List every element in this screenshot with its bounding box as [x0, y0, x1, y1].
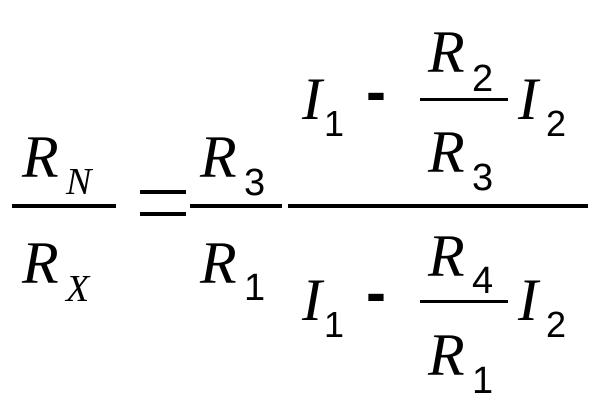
ratio-fraction-bar [190, 204, 282, 208]
lhs-denominator-base: R [21, 230, 59, 296]
bottom-current2-subscript: 2 [546, 304, 566, 345]
top-frac-numerator-subscript: 2 [472, 58, 493, 100]
top-minus: - [366, 58, 386, 125]
bottom-frac-denominator-base: R [427, 322, 465, 388]
lhs-fraction: R N R X [12, 124, 116, 310]
ratio-numerator-subscript: 3 [244, 162, 265, 204]
bottom-current1-base: I [301, 267, 325, 333]
top-frac-denominator-base: R [427, 119, 465, 185]
lhs-numerator-base: R [21, 124, 59, 190]
top-current2-subscript: 2 [546, 103, 566, 144]
main-numerator: I 1 - R 2 R 3 I 2 [301, 19, 566, 199]
top-frac-numerator-base: R [427, 19, 465, 85]
ratio-numerator-base: R [199, 124, 237, 190]
equals-sign [140, 190, 186, 216]
bottom-current1-subscript: 1 [324, 304, 344, 345]
ratio-denominator-base: R [199, 230, 237, 296]
main-fraction-bar [288, 204, 588, 208]
bottom-frac-numerator-base: R [427, 223, 465, 289]
top-frac-bar [420, 98, 508, 101]
ratio-denominator-subscript: 1 [244, 267, 265, 309]
top-frac-denominator-subscript: 3 [472, 157, 493, 199]
top-current2-base: I [517, 66, 541, 132]
main-denominator: I 1 - R 4 R 1 I 2 [301, 223, 566, 402]
bottom-frac-denominator-subscript: 1 [472, 360, 493, 402]
bottom-frac-bar [420, 300, 508, 303]
ratio-fraction: R 3 R 1 [190, 124, 282, 309]
bottom-frac-numerator-subscript: 4 [472, 260, 493, 302]
top-current1-subscript: 1 [324, 103, 344, 144]
lhs-numerator-subscript: N [65, 161, 94, 203]
top-current1-base: I [301, 66, 325, 132]
bottom-current2-base: I [517, 267, 541, 333]
lhs-denominator-subscript: X [64, 268, 91, 310]
lhs-fraction-bar [12, 204, 116, 208]
bottom-minus: - [366, 259, 386, 326]
